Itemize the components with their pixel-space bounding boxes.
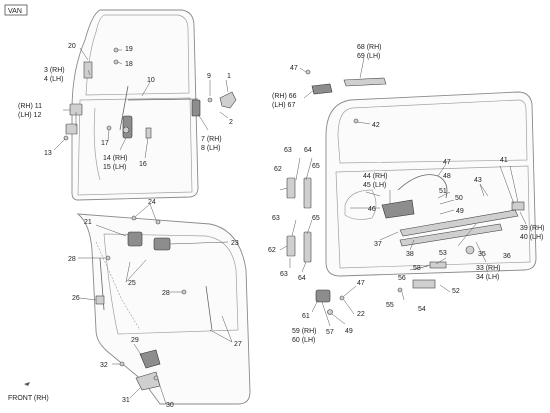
- callout-12: (LH) 12: [18, 112, 41, 119]
- callout-7: 7 (RH): [201, 136, 222, 143]
- callout-26: 26: [72, 295, 80, 302]
- callout-4: 4 (LH): [44, 76, 63, 83]
- callout-54: 54: [418, 306, 426, 313]
- callout-13: 13: [44, 150, 52, 157]
- callout-19: 19: [125, 46, 133, 53]
- callout-31: 31: [122, 397, 130, 404]
- callout-65a: 65: [312, 163, 320, 170]
- callout-57: 57: [326, 329, 334, 336]
- rear-door-hardware: [78, 203, 233, 405]
- callout-22: 22: [357, 311, 365, 318]
- callout-68: 68 (RH): [357, 44, 382, 51]
- callout-43: 43: [474, 177, 482, 184]
- callout-32: 32: [100, 362, 108, 369]
- callout-64b: 64: [298, 275, 306, 282]
- callout-50: 50: [455, 195, 463, 202]
- callout-9: 9: [207, 73, 211, 80]
- callout-63b: 63: [272, 215, 280, 222]
- callout-49b: 49: [345, 328, 353, 335]
- callout-59: 59 (RH): [292, 328, 317, 335]
- callout-38: 38: [406, 251, 414, 258]
- callout-45: 45 (LH): [363, 182, 386, 189]
- callout-42: 42: [372, 122, 380, 129]
- callout-27: 27: [234, 341, 242, 348]
- callout-48: 48: [443, 173, 451, 180]
- callout-60: 60 (LH): [292, 337, 315, 344]
- callout-11: (RH) 11: [18, 103, 42, 110]
- callout-53: 53: [439, 250, 447, 257]
- callout-47b: 47: [443, 159, 451, 166]
- callout-61: 61: [302, 313, 310, 320]
- callout-62b: 62: [268, 247, 276, 254]
- callout-8: 8 (LH): [201, 145, 220, 152]
- callout-47c: 47: [357, 280, 365, 287]
- callout-21: 21: [84, 219, 92, 226]
- callout-28b: 28: [162, 290, 170, 297]
- callout-41: 41: [500, 157, 508, 164]
- callout-1: 1: [227, 73, 231, 80]
- callout-46: 46: [368, 206, 376, 213]
- orientation-label: FRONT (RH): [8, 395, 49, 402]
- callout-18: 18: [125, 61, 133, 68]
- front-door-hardware: [53, 47, 237, 159]
- model-tag-box: [4, 4, 28, 16]
- callout-labels: 1 2 3 (RH) 4 (LH) 7 (RH) 8 (LH) 9 10 (RH…: [18, 43, 545, 409]
- callout-34: 34 (LH): [476, 274, 499, 281]
- callout-52: 52: [452, 288, 460, 295]
- model-tag: VAN: [8, 8, 22, 15]
- callout-58: 58: [413, 265, 421, 272]
- callout-16: 16: [139, 161, 147, 168]
- callout-17: 17: [101, 140, 109, 147]
- callout-3: 3 (RH): [44, 67, 65, 74]
- callout-67: (LH) 67: [272, 102, 295, 109]
- callout-25: 25: [128, 280, 136, 287]
- callout-23: 23: [231, 240, 239, 247]
- callout-47a: 47: [290, 65, 298, 72]
- sliding-door-hardware: [279, 57, 527, 327]
- callout-14: 14 (RH): [103, 155, 128, 162]
- callout-24: 24: [148, 199, 156, 206]
- callout-2: 2: [229, 119, 233, 126]
- callout-55: 55: [386, 302, 394, 309]
- callout-49a: 49: [456, 208, 464, 215]
- callout-65b: 65: [312, 215, 320, 222]
- callout-51: 51: [439, 188, 447, 195]
- callout-30: 30: [166, 402, 174, 409]
- callout-39: 39 (RH): [520, 225, 545, 232]
- callout-62a: 62: [274, 166, 282, 173]
- callout-63c: 63: [280, 271, 288, 278]
- callout-56: 56: [398, 275, 406, 282]
- callout-15: 15 (LH): [103, 164, 126, 171]
- callout-44: 44 (RH): [363, 173, 388, 180]
- rear-door-panel: [76, 213, 251, 405]
- callout-36: 36: [503, 253, 511, 260]
- callout-28a: 28: [68, 256, 76, 263]
- callout-33: 33 (RH): [476, 265, 501, 272]
- front-door-panel: [71, 9, 199, 201]
- callout-29: 29: [131, 337, 139, 344]
- callout-69: 69 (LH): [357, 53, 380, 60]
- callout-63a: 63: [284, 147, 292, 154]
- callout-20: 20: [68, 43, 76, 50]
- callout-10: 10: [147, 77, 155, 84]
- callout-64a: 64: [304, 147, 312, 154]
- callout-37: 37: [374, 241, 382, 248]
- front-arrow-icon: [24, 382, 30, 386]
- callout-40: 40 (LH): [520, 234, 543, 241]
- callout-66: (RH) 66: [272, 93, 297, 100]
- callout-35: 35: [478, 251, 486, 258]
